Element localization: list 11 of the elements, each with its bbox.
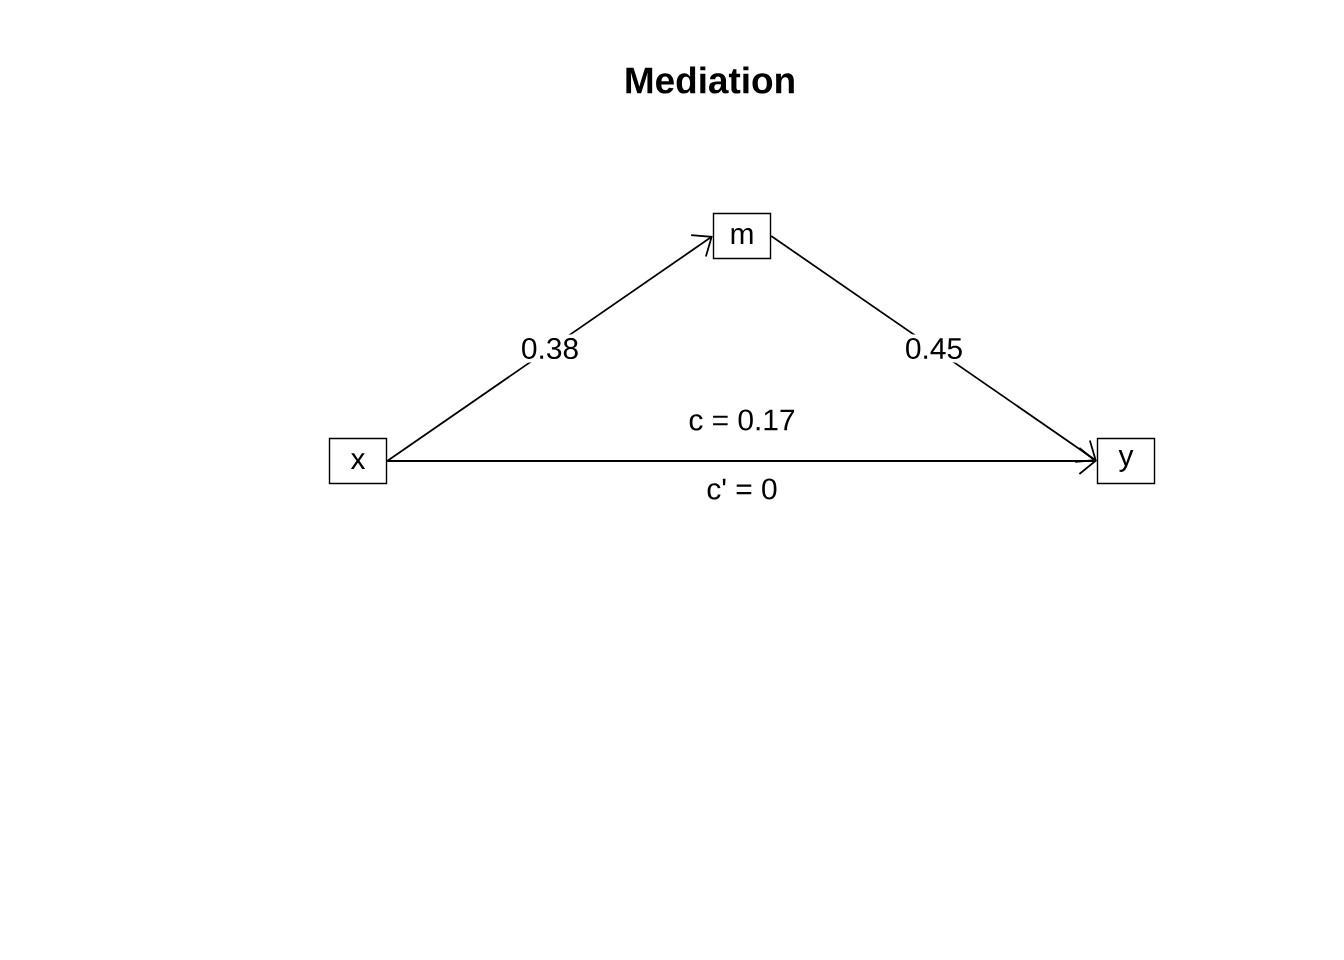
- title: Mediation: [626, 66, 794, 94]
- arrow: [386, 234, 713, 462]
- coefficient-label: c' = 0: [707, 478, 777, 500]
- edge-label: 0.38: [517, 334, 583, 363]
- variable-box: x: [328, 437, 388, 485]
- arrow: [770, 235, 1097, 463]
- variable-box: m: [712, 212, 772, 260]
- variable-box: y: [1096, 437, 1156, 485]
- edge-label: 0.45: [901, 334, 967, 363]
- edge-label: c = 0.17: [689, 409, 795, 431]
- arrow: [386, 447, 1097, 475]
